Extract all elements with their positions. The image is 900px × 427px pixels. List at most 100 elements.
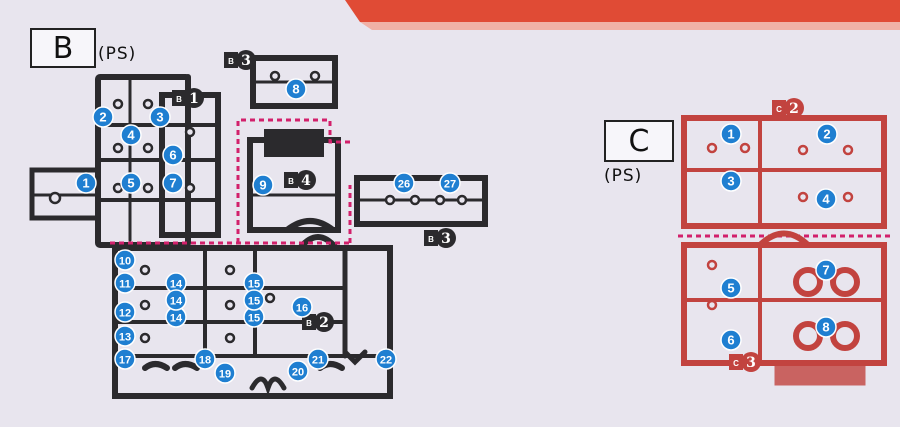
part-badge-c-4: 4 [815, 188, 837, 210]
runner-b [29, 55, 488, 399]
part-number: 2 [823, 127, 830, 142]
part-number: 9 [259, 178, 266, 193]
section-c-label-box: C [604, 120, 674, 162]
part-badge-c-8: 8 [815, 316, 837, 338]
part-number: 8 [822, 320, 829, 335]
part-number: 5 [127, 176, 134, 191]
part-badge-c-3: 3 [720, 170, 742, 192]
runner-tag-b3: 3B [424, 228, 456, 248]
section-c-label: C [628, 123, 650, 159]
accent-banner [345, 0, 900, 22]
part-badge-b-18: 18 [194, 348, 216, 370]
part-number: 3 [727, 174, 734, 189]
part-badge-b-15: 15 [243, 272, 265, 294]
part-number: 5 [727, 281, 734, 296]
part-badge-b-26: 26 [393, 172, 415, 194]
part-number: 7 [822, 263, 829, 278]
runner-c [681, 110, 887, 386]
part-number: 10 [119, 256, 131, 268]
runner-tag-number: 3 [441, 231, 451, 247]
runner-tag-number: 1 [189, 91, 199, 107]
section-b-sublabel: (PS) [98, 44, 137, 64]
runner-tag-number: 2 [319, 315, 329, 331]
part-badge-b-1: 1 [75, 172, 97, 194]
part-number: 17 [119, 355, 131, 367]
part-number: 19 [219, 369, 231, 381]
runner-tag-letter: B [428, 235, 434, 244]
runner-tag-number: 3 [241, 53, 251, 69]
part-number: 14 [170, 279, 183, 291]
cut-lines [110, 118, 890, 245]
part-number: 21 [312, 355, 324, 367]
part-badges-c: 1 2 3 4 5 6 7 8 [720, 123, 838, 351]
part-badge-b-5: 5 [120, 172, 142, 194]
part-number: 12 [119, 308, 131, 320]
part-badge-b-15: 15 [243, 289, 265, 311]
part-badge-b-11: 11 [114, 272, 136, 294]
runner-tag-letter: C [776, 105, 782, 114]
section-b-label-box: B [30, 28, 96, 68]
part-badge-b-14: 14 [165, 272, 187, 294]
runner-tag-letter: B [306, 319, 312, 328]
part-badge-b-16: 16 [291, 296, 313, 318]
part-number: 8 [292, 82, 299, 97]
part-badge-c-5: 5 [720, 277, 742, 299]
runner-tag-b4: 4B [284, 170, 316, 190]
part-badge-b-2: 2 [92, 106, 114, 128]
runner-tag-b2: 2B [302, 312, 334, 332]
part-number: 20 [292, 367, 304, 379]
part-badge-b-14: 14 [165, 289, 187, 311]
part-badge-b-13: 13 [114, 325, 136, 347]
runner-tag-number: 2 [789, 101, 799, 117]
part-number: 22 [380, 355, 392, 367]
part-badge-c-1: 1 [720, 123, 742, 145]
runner-tag-b1: 1B [172, 88, 204, 108]
part-number: 15 [248, 313, 260, 325]
part-number: 16 [296, 303, 308, 315]
part-badge-b-6: 6 [162, 144, 184, 166]
runner-b-joints [48, 70, 468, 344]
part-badge-b-20: 20 [287, 360, 309, 382]
part-badge-b-19: 19 [214, 362, 236, 384]
part-number: 26 [398, 179, 410, 191]
section-b-label: B [52, 30, 74, 66]
part-number: 14 [170, 313, 183, 325]
part-number: 18 [199, 355, 211, 367]
part-number: 6 [169, 148, 176, 163]
part-badge-b-3: 3 [149, 106, 171, 128]
part-badge-c-6: 6 [720, 329, 742, 351]
part-badge-b-7: 7 [162, 172, 184, 194]
part-number: 13 [119, 332, 131, 344]
runner-c-rings [706, 142, 860, 351]
runner-tag-b3: 3B [224, 50, 256, 70]
part-badge-b-8: 8 [285, 78, 307, 100]
part-number: 27 [444, 179, 456, 191]
part-badge-c-7: 7 [815, 259, 837, 281]
runner-tag-letter: B [176, 95, 182, 104]
part-number: 15 [248, 279, 260, 291]
part-badge-b-21: 21 [307, 348, 329, 370]
runner-tag-number: 3 [746, 355, 756, 371]
part-number: 7 [169, 176, 176, 191]
accent-banner-fade [360, 22, 900, 30]
part-badge-b-27: 27 [439, 172, 461, 194]
part-number: 14 [170, 296, 183, 308]
part-badge-b-17: 17 [114, 348, 136, 370]
part-badge-b-9: 9 [252, 174, 274, 196]
part-badge-b-12: 12 [114, 301, 136, 323]
part-number: 2 [99, 110, 106, 125]
part-number: 11 [119, 279, 131, 291]
part-badge-c-2: 2 [816, 123, 838, 145]
part-number: 1 [82, 176, 89, 191]
part-badge-b-10: 10 [114, 249, 136, 271]
part-badge-b-4: 4 [120, 124, 142, 146]
part-number: 1 [727, 127, 734, 142]
part-number: 15 [248, 296, 260, 308]
section-c-sublabel: (PS) [604, 166, 643, 186]
part-number: 4 [127, 128, 135, 143]
part-number: 6 [727, 333, 734, 348]
